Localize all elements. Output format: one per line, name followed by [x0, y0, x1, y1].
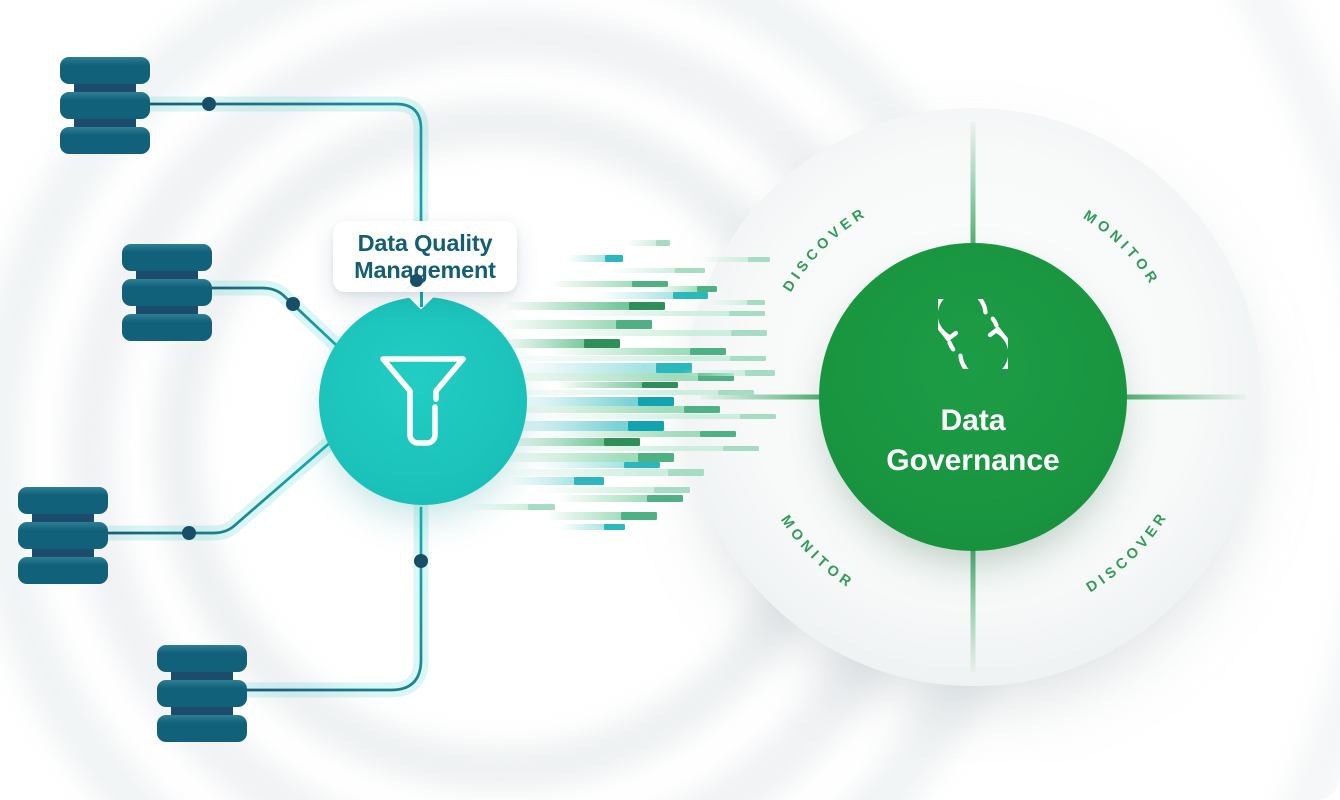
svg-text:MONITOR: MONITOR: [1080, 208, 1162, 290]
svg-text:MONITOR: MONITOR: [777, 513, 857, 593]
sync-icon: [938, 299, 1008, 369]
connection-node-dot: [202, 97, 216, 111]
database-icon: [60, 57, 150, 154]
line-source-1: [144, 102, 423, 302]
funnel-icon: [380, 356, 466, 446]
connection-node-dot: [182, 526, 196, 540]
line-source-4: [241, 506, 423, 692]
dqm-label-line2: Management: [354, 256, 496, 283]
dqm-card: Data Quality Management: [333, 221, 517, 292]
line-source-3: [102, 432, 342, 535]
line-source-2: [203, 286, 354, 362]
connection-node-dot: [286, 297, 300, 311]
governance-title: Data Governance: [819, 401, 1127, 481]
connection-node-dot: [410, 274, 423, 287]
line-inlet: [419, 289, 423, 307]
svg-text:DISCOVER: DISCOVER: [1084, 508, 1172, 596]
ring-label-top-left: DISCOVER: [780, 204, 866, 295]
governance-title-line2: Governance: [886, 444, 1060, 477]
dqm-circle: [319, 297, 527, 505]
dqm-node: [319, 264, 527, 505]
governance-title-line1: Data: [940, 404, 1006, 437]
connection-node-dot: [414, 554, 428, 568]
ring-label-top-right: MONITOR: [1080, 208, 1158, 290]
governance-core: Data Governance: [819, 243, 1127, 551]
svg-text:DISCOVER: DISCOVER: [780, 204, 871, 295]
ring-label-bottom-left: MONITOR: [777, 513, 853, 593]
database-icon: [157, 645, 247, 742]
database-icon: [18, 487, 108, 584]
database-icon: [122, 244, 212, 341]
ring-label-bottom-right: DISCOVER: [1084, 508, 1168, 596]
governance-wheel: DISCOVER MONITOR MONITOR DISCOVER: [684, 108, 1262, 686]
dqm-label-line1: Data Quality: [357, 229, 493, 256]
